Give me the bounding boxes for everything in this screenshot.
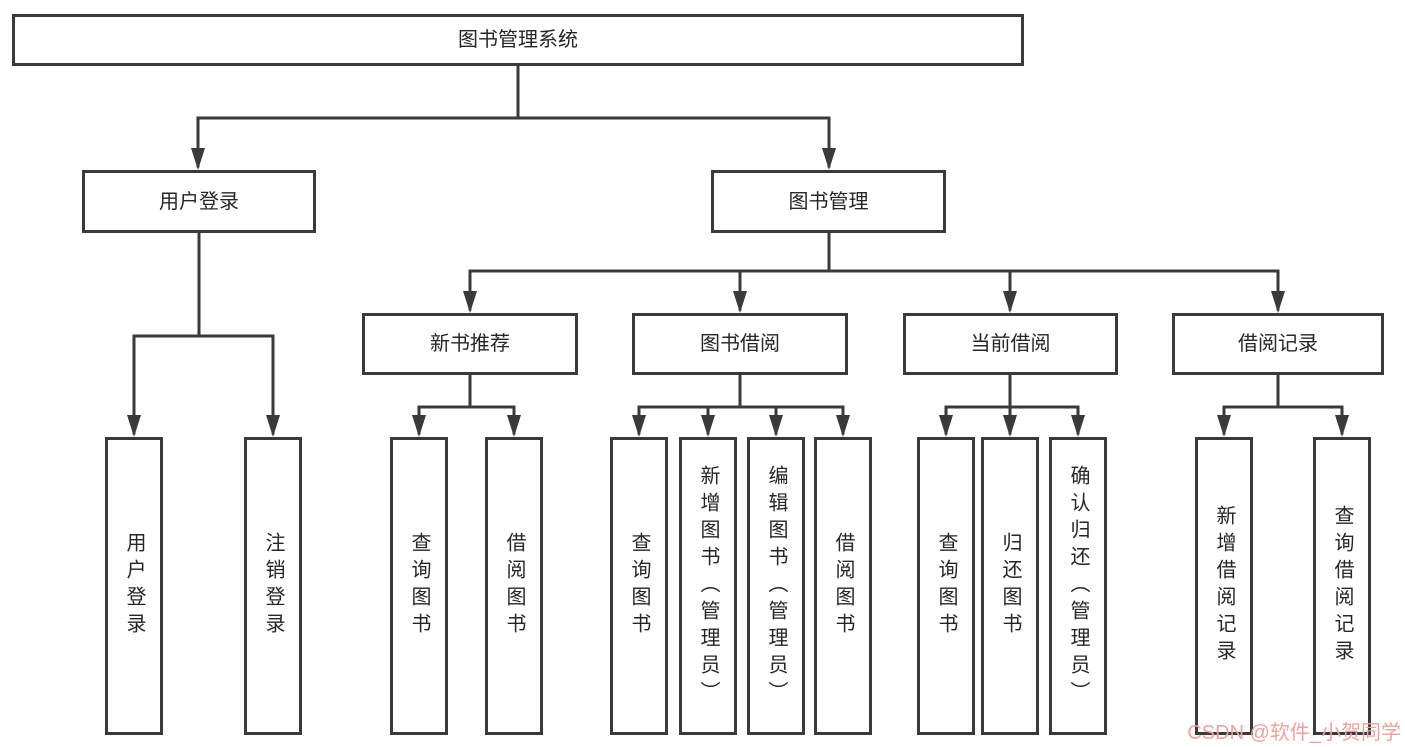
leaf-borrow-books-recommend: 借阅图书 [485,437,543,735]
leaf-query-books-borrowing: 查询图书 [610,437,668,735]
leaf-return-book: 归还图书 [981,437,1039,735]
node-current-borrowing-label: 当前借阅 [970,333,1051,355]
leaf-user-login-label: 用户登录 [123,532,145,640]
node-new-book-recommendation: 新书推荐 [362,313,578,375]
csdn-watermark: CSDN @软件_小贺同学 [1187,722,1401,744]
leaf-query-books-current-label: 查询图书 [935,532,957,640]
node-new-book-recommendation-label: 新书推荐 [430,333,510,355]
leaf-borrow-books-borrowing-label: 借阅图书 [832,532,854,640]
node-book-management-group: 图书管理 [711,170,946,233]
leaf-borrow-books-recommend-label: 借阅图书 [503,532,525,640]
leaf-query-books-recommend-label: 查询图书 [408,532,430,640]
node-borrowing-records: 借阅记录 [1172,313,1384,375]
leaf-confirm-return-admin: 确认归还（管理员） [1049,437,1107,735]
leaf-add-borrow-record: 新增借阅记录 [1195,437,1253,735]
node-borrowing-records-label: 借阅记录 [1238,333,1318,355]
leaf-add-borrow-record-label: 新增借阅记录 [1213,505,1235,667]
node-root-label: 图书管理系统 [458,29,578,51]
leaf-add-book-admin-label: 新增图书（管理员） [697,464,719,708]
leaf-user-login: 用户登录 [105,437,163,735]
leaf-query-books-recommend: 查询图书 [390,437,448,735]
leaf-query-borrow-record-label: 查询借阅记录 [1331,505,1353,667]
node-book-borrowing: 图书借阅 [632,313,848,375]
node-book-management-group-label: 图书管理 [788,190,869,213]
leaf-return-book-label: 归还图书 [999,532,1021,640]
leaf-query-books-current: 查询图书 [917,437,975,735]
node-root: 图书管理系统 [12,14,1024,66]
leaf-query-books-borrowing-label: 查询图书 [628,532,650,640]
node-book-borrowing-label: 图书借阅 [700,333,780,355]
node-user-login-group: 用户登录 [82,170,316,233]
leaf-confirm-return-admin-label: 确认归还（管理员） [1067,464,1089,708]
leaf-logout: 注销登录 [244,437,302,735]
node-current-borrowing: 当前借阅 [903,313,1118,375]
leaf-query-borrow-record: 查询借阅记录 [1313,437,1371,735]
leaf-borrow-books-borrowing: 借阅图书 [814,437,872,735]
leaf-logout-label: 注销登录 [262,532,284,640]
leaf-edit-book-admin-label: 编辑图书（管理员） [765,464,787,708]
node-user-login-group-label: 用户登录 [159,190,239,213]
leaf-edit-book-admin: 编辑图书（管理员） [747,437,805,735]
leaf-add-book-admin: 新增图书（管理员） [679,437,737,735]
